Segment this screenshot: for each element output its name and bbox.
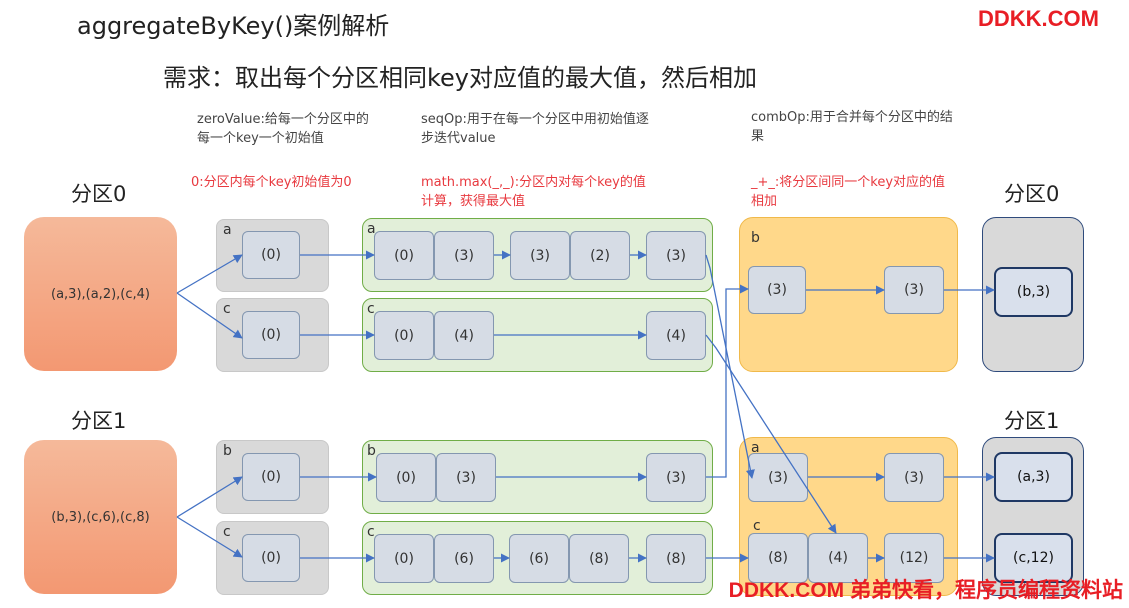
seq-group-c-p0-key: c (367, 301, 375, 317)
seq-group-b-key: b (367, 443, 376, 459)
source-partition-1: (b,3),(c,6),(c,8) (24, 440, 177, 594)
seq-a-value-0: (0) (374, 231, 434, 280)
comb-note: _+_:将分区间同一个key对应的值相加 (751, 175, 946, 209)
result-b: (b,3) (994, 267, 1073, 317)
arrow-b-to-comb (706, 284, 749, 478)
zero-group-b-key: b (223, 443, 232, 459)
comb-op-desc: combOp:用于合并每个分区中的结果 (751, 110, 953, 144)
seq-c-p1-value-2: (6) (509, 534, 569, 583)
zero-group-c-p1-value: (0) (242, 534, 300, 582)
zero-group-c-p0-key: c (223, 301, 231, 317)
seq-c-p1-value-4: (8) (646, 534, 706, 583)
zero-value-desc: zeroValue:给每一个分区中的每一个key一个初始值 (197, 112, 369, 146)
comb-group-a-key: a (751, 440, 760, 456)
brand-footer: DDKK.COM 弟弟快看，程序员编程资料站 (728, 579, 1123, 602)
seq-note: math.max(_,_):分区内对每个key的值计算，获得最大值 (421, 175, 646, 209)
right-partition-1-label: 分区1 (1004, 409, 1060, 433)
seq-op-desc: seqOp:用于在每一个分区中用初始值逐步迭代value (421, 112, 649, 146)
seq-group-a-key: a (367, 221, 376, 237)
seq-b-value-1: (3) (436, 453, 496, 502)
comb-a-value-0: (3) (748, 453, 808, 502)
source-partition-1-text: (b,3),(c,6),(c,8) (51, 509, 150, 525)
seq-c-p0-value-0: (0) (374, 311, 434, 360)
requirement-text: 需求：取出每个分区相同key对应值的最大值，然后相加 (163, 64, 758, 92)
seq-a-value-3: (2) (570, 231, 630, 280)
seq-c-p1-value-3: (8) (569, 534, 629, 583)
comb-group-c-key: c (753, 518, 761, 534)
seq-c-p0-value-1: (4) (434, 311, 494, 360)
source-partition-0-text: (a,3),(a,2),(c,4) (51, 286, 150, 302)
arrow-src1-b (176, 476, 243, 518)
comb-b-value-1: (3) (884, 266, 944, 314)
page-title: aggregateByKey()案例解析 (77, 12, 390, 40)
comb-group-b-key: b (751, 230, 760, 246)
comb-c-value-0: (8) (748, 533, 808, 583)
zero-group-c-p1-key: c (223, 524, 231, 540)
zero-note: 0:分区内每个key初始值为0 (191, 175, 352, 190)
result-a: (a,3) (994, 452, 1073, 502)
source-partition-0: (a,3),(a,2),(c,4) (24, 217, 177, 371)
comb-a-value-1: (3) (884, 453, 944, 502)
zero-group-b-value: (0) (242, 453, 300, 501)
seq-b-value-2: (3) (646, 453, 706, 502)
seq-c-p0-value-2: (4) (646, 311, 706, 360)
comb-c-value-2: (12) (884, 533, 944, 583)
brand-logo-top: DDKK.COM (978, 6, 1099, 31)
result-c: (c,12) (994, 533, 1073, 583)
arrow-a-to-comb (705, 254, 755, 479)
seq-a-value-1: (3) (434, 231, 494, 280)
arrow-src1-c (176, 516, 243, 558)
seq-a-value-2: (3) (510, 231, 570, 280)
arrow-src0-a (176, 254, 243, 294)
seq-b-value-0: (0) (376, 453, 436, 502)
seq-group-c-p1-key: c (367, 524, 375, 540)
seq-c-p1-value-1: (6) (434, 534, 494, 583)
left-partition-0-label: 分区0 (71, 182, 127, 206)
right-partition-0-label: 分区0 (1004, 182, 1060, 206)
arrow-src0-c (176, 292, 243, 339)
arrow-c0-to-comb (705, 334, 837, 534)
zero-group-a-key: a (223, 222, 232, 238)
comb-c-value-1: (4) (808, 533, 868, 583)
left-partition-1-label: 分区1 (71, 409, 127, 433)
